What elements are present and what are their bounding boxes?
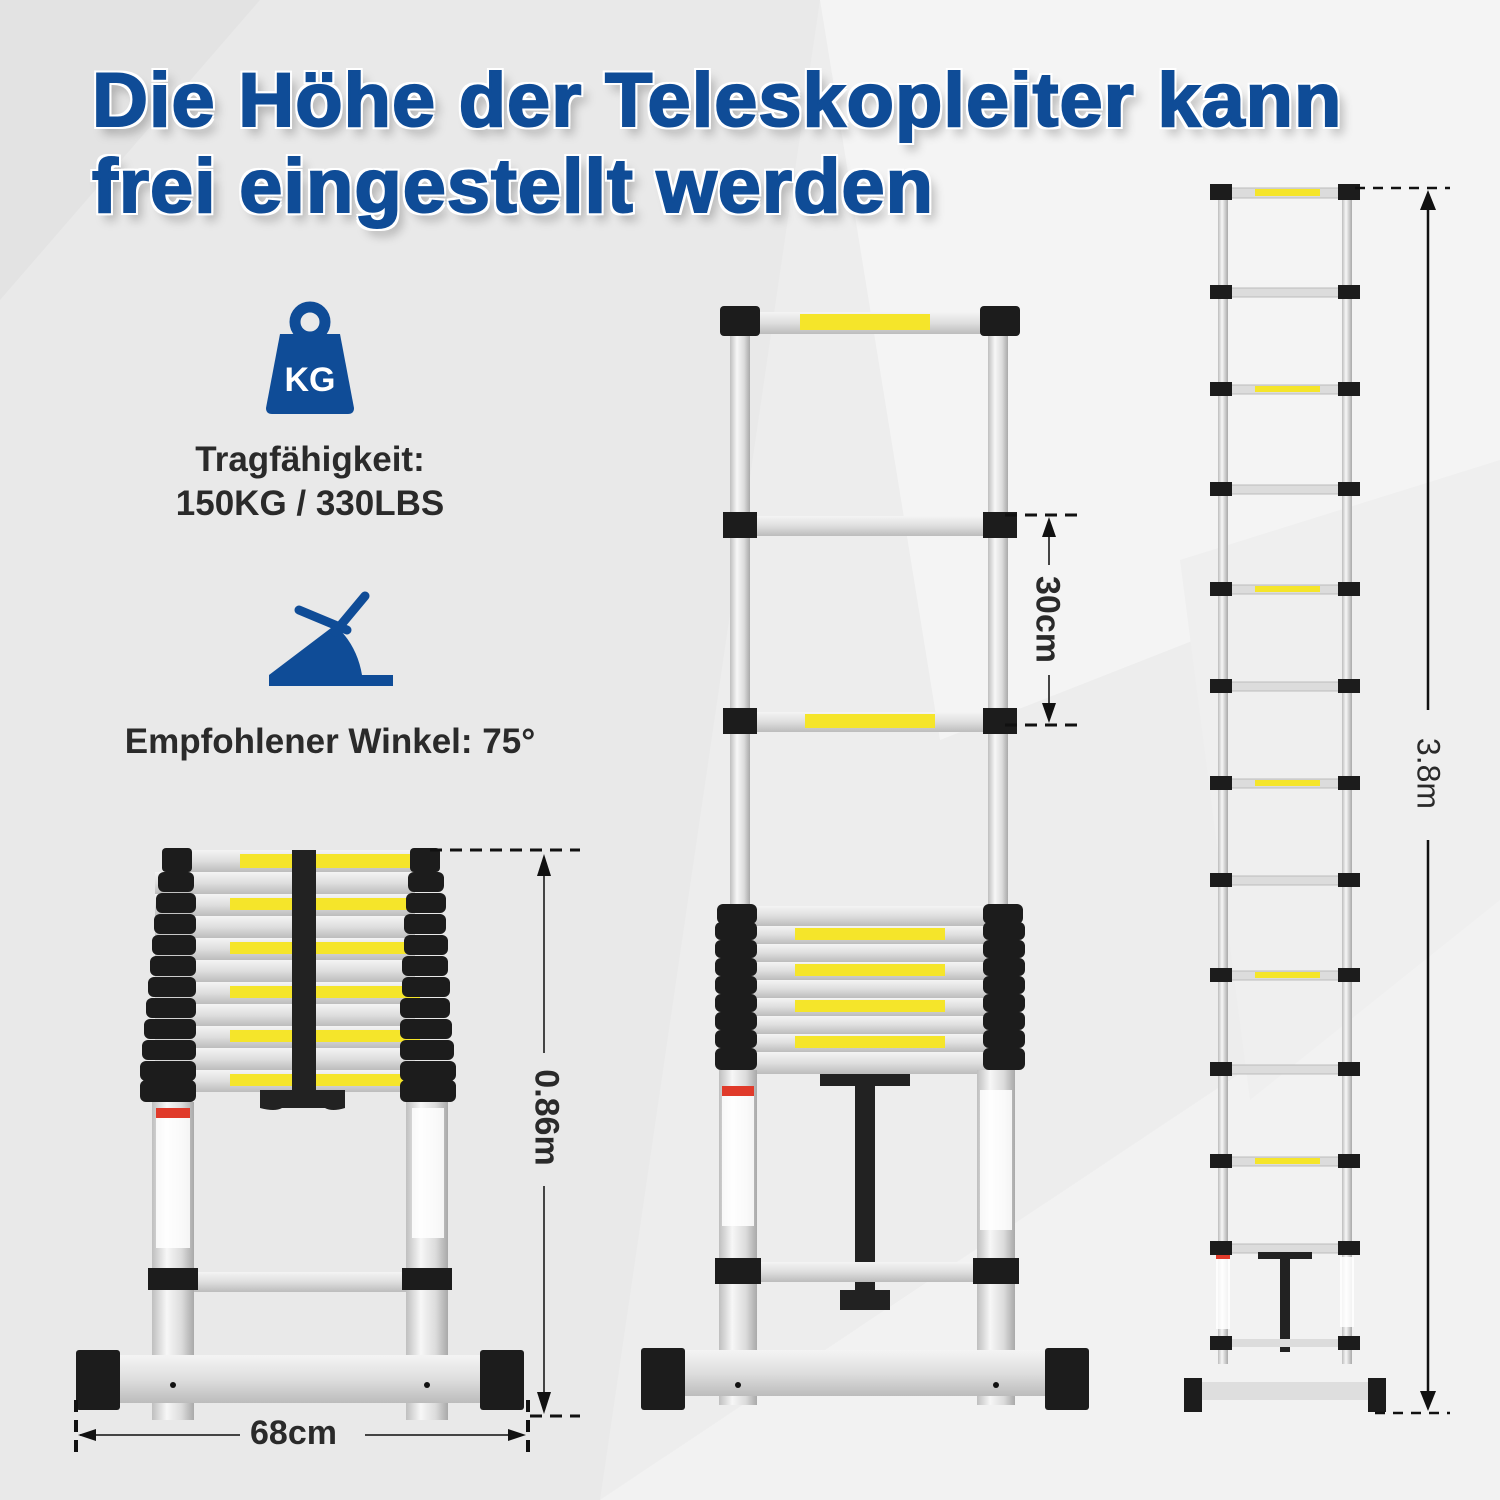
load-capacity-value: 150KG / 330LBS	[175, 484, 445, 523]
svg-text:KG: KG	[285, 361, 336, 399]
ladder-partially-extended	[641, 306, 1089, 1410]
ladder-collapsed	[76, 848, 524, 1420]
angle-spec: Empfohlener Winkel: 75°	[80, 590, 580, 764]
title-line-2: frei eingestellt werden	[91, 143, 934, 230]
page-title: Die Höhe der Teleskopleiter kann frei ei…	[91, 57, 1343, 230]
collapsed-height-dimension: 0.86m	[420, 848, 580, 1418]
weight-kg-icon: KG	[266, 301, 354, 414]
title-line-1: Die Höhe der Teleskopleiter kann	[91, 57, 1343, 144]
rung-spacing-label: 30cm	[1028, 576, 1067, 663]
ladder-fully-extended	[1184, 184, 1386, 1412]
width-dimension: 68cm	[70, 1400, 540, 1460]
load-capacity-label: Tragfähigkeit:	[195, 440, 425, 479]
load-capacity-spec: KG Tragfähigkeit: 150KG / 330LBS	[150, 300, 470, 526]
extended-height-dimension: 3.8m	[1355, 180, 1465, 1420]
rung-spacing-dimension: 30cm	[1005, 505, 1105, 735]
width-label: 68cm	[250, 1414, 337, 1452]
angle-icon	[269, 591, 393, 686]
collapsed-height-label: 0.86m	[527, 1069, 566, 1166]
angle-label: Empfohlener Winkel: 75°	[124, 722, 536, 761]
extended-height-label: 3.8m	[1410, 737, 1447, 810]
